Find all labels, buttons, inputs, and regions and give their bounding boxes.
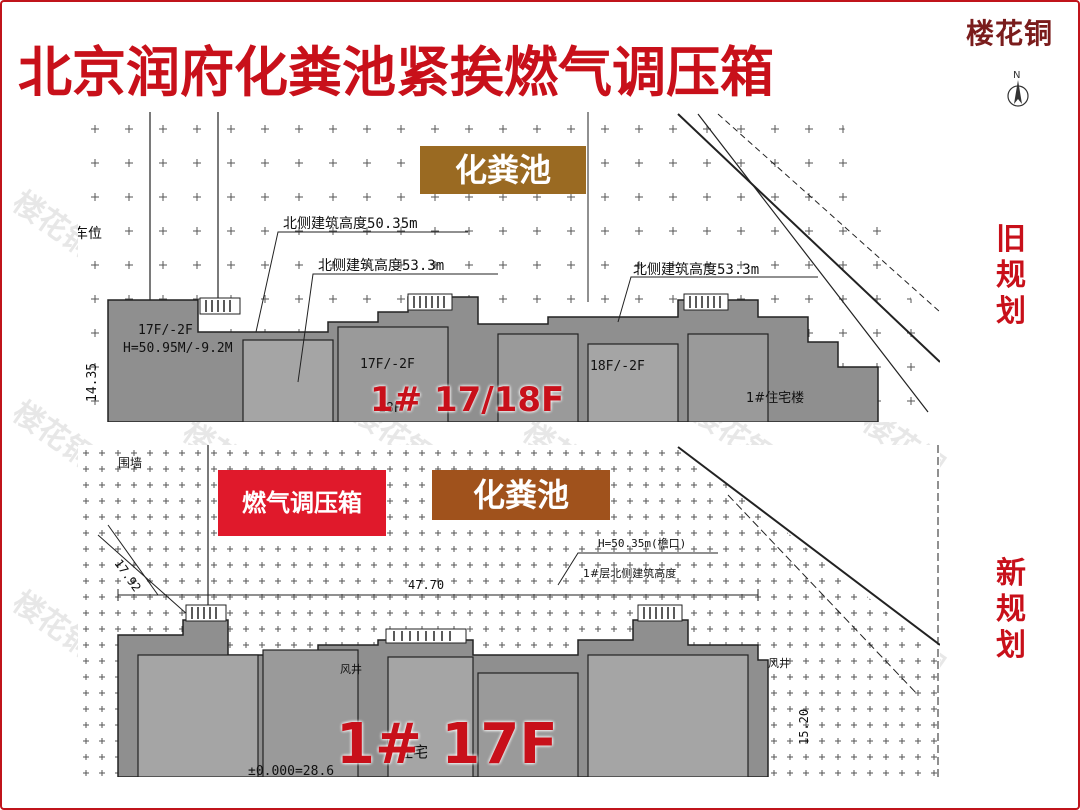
north-arrow-icon: N xyxy=(1007,70,1029,107)
side-char: 旧 xyxy=(996,222,1026,257)
old-plan-panel: 北侧建筑高度50.35m 北侧建筑高度53.3m 北侧建筑高度53.3m 17F… xyxy=(78,112,940,422)
height-annotation-c: 北侧建筑高度53.3m xyxy=(633,261,759,278)
building-core xyxy=(497,333,579,422)
dim-side-label: 15.20 xyxy=(797,709,811,745)
side-char: 新 xyxy=(996,556,1026,591)
elevation-label: ±0.000=28.6 xyxy=(248,764,334,777)
leader-line xyxy=(557,552,718,586)
building-core xyxy=(587,343,679,422)
side-char: 规 xyxy=(996,592,1026,627)
septic-tank-tag-old: 化粪池 xyxy=(420,146,586,194)
brand-logo: 楼花铜 xyxy=(966,17,1054,50)
building-core xyxy=(687,333,769,422)
leader-line xyxy=(255,231,468,333)
building-core xyxy=(242,339,334,422)
boundary-line xyxy=(727,494,919,696)
svg-text:N: N xyxy=(1013,70,1020,81)
diag-dimension xyxy=(97,534,189,616)
residence-label: 1#住宅楼 xyxy=(746,391,804,406)
stair-grille xyxy=(683,293,729,311)
gas-regulator-tag: 燃气调压箱 xyxy=(218,470,386,536)
old-plan-side-label: 旧 规 划 xyxy=(991,222,1031,330)
page-title: 北京润府化粪池紧挨燃气调压箱 xyxy=(18,41,774,104)
height-note: H=50.35m(檐口) xyxy=(598,536,686,550)
new-plan-side-label: 新 规 划 xyxy=(991,556,1031,664)
building-label-new: 1# 17F xyxy=(336,712,558,777)
stair-grille xyxy=(407,293,453,311)
leader-line xyxy=(297,273,498,383)
floor-label-b: 17F/-2F xyxy=(360,357,415,372)
building-core xyxy=(262,649,359,777)
boundary-line xyxy=(697,113,929,413)
old-plan-drawing: 北侧建筑高度50.35m 北侧建筑高度53.3m 北侧建筑高度53.3m 17F… xyxy=(78,112,940,422)
shaft-label-a: 风井 xyxy=(340,662,362,676)
side-char: 划 xyxy=(996,294,1026,329)
dim-side-label: 14.35 xyxy=(85,363,100,402)
building-core xyxy=(137,654,259,777)
left-edge-label: 车位 xyxy=(78,225,102,242)
building-core xyxy=(387,656,474,777)
floor-label-d: 18F xyxy=(378,401,402,416)
building-core xyxy=(337,326,449,422)
side-char: 划 xyxy=(996,628,1026,663)
shaft-label-b: 风井 xyxy=(768,656,790,670)
floor-label-c: 18F/-2F xyxy=(590,359,645,374)
boundary-line xyxy=(677,446,940,646)
residence-label: 住宅 xyxy=(398,743,428,761)
height-note-2: 1#层北侧建筑高度 xyxy=(583,566,676,580)
width-dimension-label: 47.70 xyxy=(408,578,444,592)
side-char: 规 xyxy=(996,258,1026,293)
left-edge-label: 围墙 xyxy=(118,456,142,470)
boundary-line xyxy=(677,113,940,363)
septic-tank-tag-new: 化粪池 xyxy=(432,470,610,520)
floor-label-a: 17F/-2F xyxy=(138,323,193,338)
building-label-old: 1# 17/18F xyxy=(370,380,565,420)
building-core xyxy=(477,672,579,777)
leader-line xyxy=(617,276,818,323)
height-annotation-b: 北侧建筑高度53.3m xyxy=(318,257,444,274)
diag-dimension xyxy=(107,524,159,596)
stair-grille xyxy=(637,604,683,622)
building-core xyxy=(587,654,749,777)
floor-label-a-height: H=50.95M/-9.2M xyxy=(123,341,233,356)
height-annotation-a: 北侧建筑高度50.35m xyxy=(283,215,418,232)
